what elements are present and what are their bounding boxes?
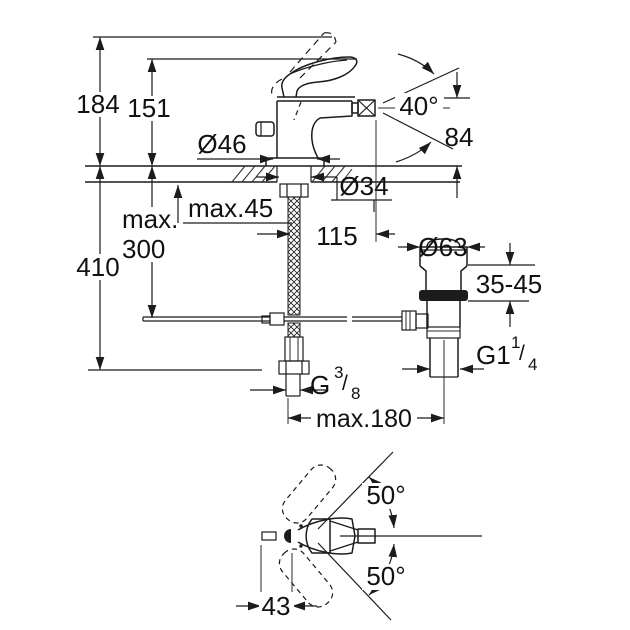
- svg-text:G1: G1: [476, 340, 511, 370]
- dim-spout-angle: 40°: [399, 91, 438, 121]
- waste-flange: [419, 290, 468, 301]
- hose-nut: [278, 360, 310, 375]
- deck-hatching: [231, 165, 353, 183]
- rear-stub: [261, 531, 277, 541]
- cartridge-hint-line: [293, 101, 302, 121]
- rod-clamp: [269, 312, 285, 326]
- dim-handle-offset: 43: [262, 591, 291, 621]
- rod-clamp-screw: [261, 315, 271, 324]
- dim-base-diameter: Ø46: [197, 129, 246, 159]
- pop-up-rod: [142, 312, 402, 326]
- pop-up-knob-front: [255, 121, 275, 137]
- svg-text:4: 4: [528, 355, 537, 374]
- dim-deck-thickness: max.45: [188, 193, 273, 223]
- dim-swivel-angle-up: 50°: [366, 480, 405, 510]
- dim-rod-max-line1: max.: [122, 204, 178, 234]
- dim-waste-thread: G1 1 / 4: [476, 333, 537, 374]
- svg-text:8: 8: [351, 384, 360, 403]
- front-view-dimensions: 184 151 410 max. 300 Ø46 max.45: [75, 37, 542, 433]
- pop-up-waste: [401, 238, 468, 424]
- dim-depth-below: 410: [76, 252, 119, 282]
- supply-hose: [278, 336, 310, 397]
- handle-position-down-dashed: [278, 548, 334, 608]
- dim-total-height: 184: [76, 89, 119, 119]
- body-top-view: [305, 518, 331, 554]
- dim-waste-diameter: Ø63: [418, 232, 467, 262]
- handle-dot-marker: [284, 529, 291, 543]
- offset-dimension: 43: [236, 545, 317, 621]
- svg-text:3: 3: [334, 363, 343, 382]
- dim-waste-adjust-range: 35-45: [476, 269, 543, 299]
- svg-text:G: G: [310, 370, 330, 400]
- waste-cap: [426, 238, 461, 248]
- mounting-nut: [279, 183, 309, 198]
- dim-spout-projection: 115: [316, 221, 357, 251]
- dim-handle-height: 151: [127, 93, 170, 123]
- spout-neck: [351, 102, 359, 114]
- dim-spout-height: 84: [445, 122, 474, 152]
- top-view: 50° 50° 43: [236, 451, 482, 621]
- svg-text:/: /: [342, 372, 348, 395]
- swivel-annotation: [317, 451, 482, 621]
- mounting-deck: [85, 165, 462, 183]
- waste-rod-knob: [401, 310, 429, 331]
- faucet-body: [255, 96, 376, 166]
- dim-rod-max-line2: 300: [122, 234, 165, 264]
- dim-hole-diameter: Ø34: [339, 171, 388, 201]
- svg-text:/: /: [519, 342, 525, 365]
- dim-swivel-angle-down: 50°: [366, 561, 405, 591]
- front-view: 184 151 410 max. 300 Ø46 max.45: [75, 32, 542, 433]
- aerator-top-view: [357, 528, 376, 544]
- svg-text:1: 1: [511, 333, 520, 352]
- aerator: [357, 99, 376, 117]
- faucet-top-view: [261, 517, 376, 555]
- faucet-handle: [281, 56, 358, 98]
- dim-supply-thread: G 3 / 8: [310, 363, 360, 403]
- faucet-handle-raised-dashed: [271, 32, 337, 99]
- handle-top-view: [297, 517, 356, 555]
- handle-position-up-dashed: [281, 464, 337, 524]
- dim-hole-spacing: max.180: [316, 405, 412, 433]
